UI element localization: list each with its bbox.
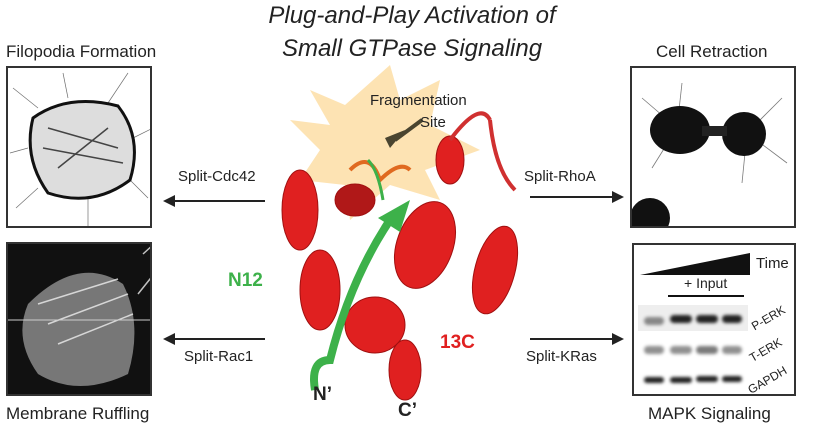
blot-input-label: + Input <box>684 275 728 291</box>
caption-mapk-signaling: MAPK Signaling <box>648 404 771 423</box>
cell-retraction-image <box>630 66 796 228</box>
label-split-rac1: Split-Rac1 <box>184 348 254 365</box>
blot-row-label-t-erk: T-ERK <box>746 335 785 365</box>
blot-row-gapdh <box>638 373 748 389</box>
label-split-kras: Split-KRas <box>526 348 597 365</box>
retraction-cells-graphic <box>632 82 788 226</box>
blot-row-p-erk <box>638 305 748 331</box>
label-split-rhoa: Split-RhoA <box>524 168 596 185</box>
fragmentation-site-label-2: Site <box>420 114 446 131</box>
blot-row-label-p-erk: P-ERK <box>748 302 788 334</box>
figure-title-line2: Small GTPase Signaling <box>281 35 543 62</box>
filopodia-cell-graphic <box>9 72 150 226</box>
arrow-to-ruffling <box>163 333 265 345</box>
label-split-cdc42: Split-Cdc42 <box>178 168 256 185</box>
caption-filopodia: Filopodia Formation <box>6 42 157 61</box>
figure-title-line1: Plug-and-Play Activation of <box>268 2 556 29</box>
western-blot-panel: Time + Input P-ERK T-ERK GAPDH <box>632 243 796 396</box>
blot-row-label-gapdh: GAPDH <box>745 363 790 396</box>
caption-membrane-ruffling: Membrane Ruffling <box>6 404 150 423</box>
n-fragment-label: N12 <box>228 270 263 291</box>
arrow-to-retraction <box>530 191 624 203</box>
time-gradient-wedge <box>640 253 750 275</box>
ruffling-cell-graphic <box>8 246 150 386</box>
input-bracket-line <box>668 295 744 297</box>
arrow-to-filopodia <box>163 195 265 207</box>
n-fragment-strand <box>310 217 394 391</box>
blot-row-t-erk <box>638 340 748 360</box>
c-terminus-label: C’ <box>398 400 417 421</box>
fragmentation-site-glow <box>290 65 480 220</box>
membrane-ruffling-image <box>6 242 152 396</box>
filopodia-image <box>6 66 152 228</box>
split-gtpase-structure <box>281 65 519 401</box>
arrow-to-mapk <box>530 333 624 345</box>
fragmentation-site-label-1: Fragmentation <box>370 92 467 109</box>
blot-time-label: Time <box>756 255 789 272</box>
caption-cell-retraction: Cell Retraction <box>656 42 768 61</box>
c-fragment-label: 13C <box>440 332 475 353</box>
n-terminus-label: N’ <box>313 384 332 405</box>
